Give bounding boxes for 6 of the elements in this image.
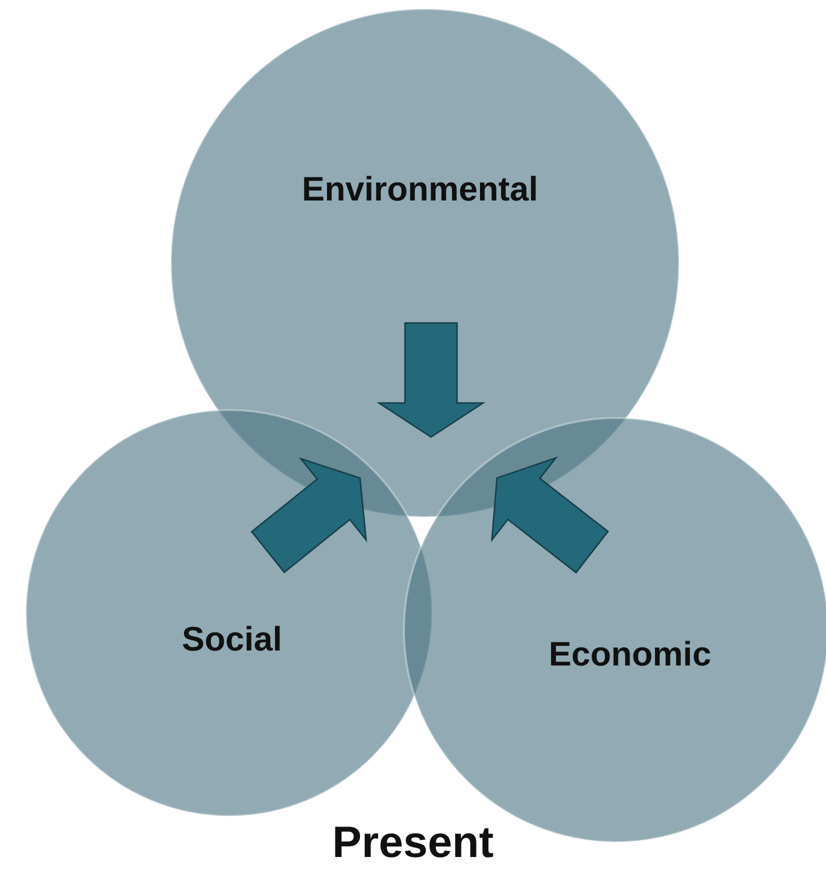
caption: Present: [331, 818, 495, 868]
block-arrow: [250, 457, 368, 574]
circle-label: Economic: [548, 636, 712, 674]
block-arrow: [490, 456, 610, 574]
circle-label: Social: [182, 620, 282, 660]
circle-label: Environmental: [302, 170, 538, 210]
